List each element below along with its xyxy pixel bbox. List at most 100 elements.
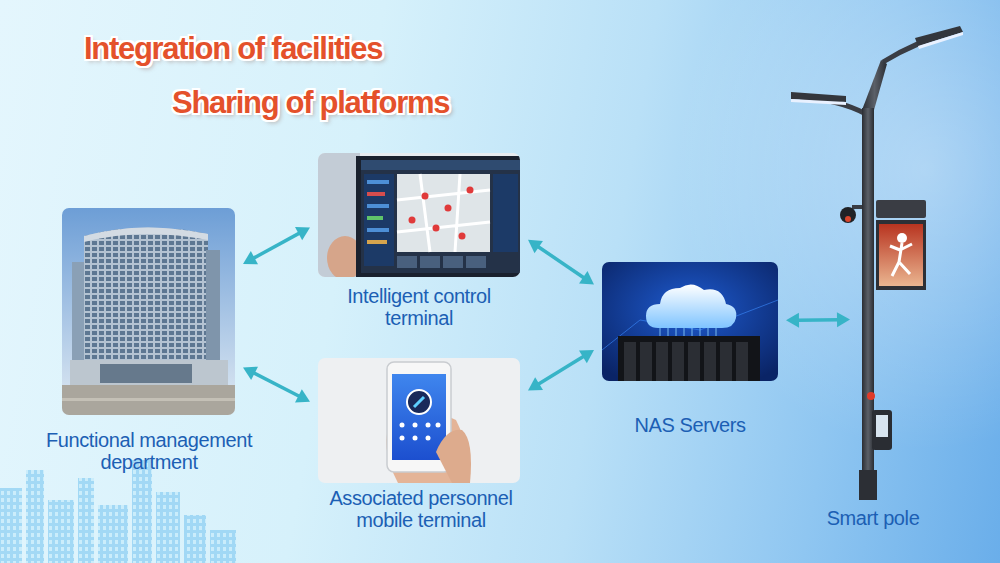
illustration-part <box>852 205 862 209</box>
illustration-part <box>602 262 778 381</box>
illustration-part <box>62 208 235 415</box>
illustration-part <box>422 193 429 200</box>
node-caption: Associated personnel mobile terminal <box>301 487 541 531</box>
illustration-part <box>879 224 923 286</box>
illustration-part <box>426 423 431 428</box>
illustration-part <box>156 492 180 563</box>
arrow-head <box>837 312 850 327</box>
illustration-part <box>78 478 94 563</box>
connector-line <box>537 246 585 278</box>
arrow-head <box>243 251 258 264</box>
node-illustration <box>602 262 778 381</box>
illustration-part <box>445 205 452 212</box>
illustration-part <box>459 233 466 240</box>
illustration-part <box>397 174 490 252</box>
illustration-part <box>84 227 208 242</box>
illustration-part <box>640 342 652 381</box>
node-caption: Intelligent control terminal <box>319 285 519 329</box>
illustration-part <box>100 364 192 383</box>
illustration-part <box>397 256 417 268</box>
picture-node: Intelligent control terminal <box>318 153 520 277</box>
node-caption: Functional management department <box>18 429 280 473</box>
illustration-part <box>791 99 846 105</box>
illustration-part <box>26 470 44 563</box>
illustration <box>318 153 520 277</box>
illustration-part <box>48 500 74 563</box>
illustration-part <box>845 216 851 222</box>
illustration-part <box>736 342 748 381</box>
double-arrow-connector <box>243 227 310 264</box>
illustration-part <box>184 515 206 563</box>
picture-node: Functional management department <box>62 208 235 415</box>
illustration-part <box>210 530 236 563</box>
illustration-part <box>361 160 520 170</box>
arrow-head <box>528 377 543 390</box>
illustration-part <box>890 243 912 276</box>
illustration-part <box>646 284 736 328</box>
illustration-part <box>132 460 152 563</box>
arrow-head <box>243 367 258 380</box>
illustration-part <box>407 390 431 414</box>
illustration-part <box>466 256 486 268</box>
connector-line <box>253 233 301 259</box>
illustration-part <box>656 342 668 381</box>
arrow-head <box>295 389 310 402</box>
illustration-part <box>318 358 520 483</box>
illustration-part <box>70 360 228 385</box>
illustration-part <box>367 228 389 232</box>
illustration-part <box>0 460 236 563</box>
illustration-part <box>672 342 684 381</box>
illustration-part <box>397 174 490 252</box>
illustration-part <box>436 423 441 428</box>
illustration-part <box>872 410 892 450</box>
illustration-part <box>876 200 926 218</box>
illustration-part <box>367 204 389 208</box>
connector-line <box>253 372 300 396</box>
illustration <box>318 358 520 483</box>
illustration-part <box>400 436 405 441</box>
illustration-part <box>356 156 520 277</box>
illustration-part <box>62 385 235 415</box>
illustration-part <box>862 60 887 110</box>
illustration-part <box>918 32 963 49</box>
connector-line <box>537 356 584 385</box>
illustration-part <box>720 342 732 381</box>
illustration <box>858 25 930 500</box>
diagram-title: Integration of facilities <box>84 31 382 67</box>
illustration-part <box>867 392 875 400</box>
illustration-part <box>392 374 446 460</box>
illustration-part <box>500 0 1000 563</box>
node-caption: Smart pole <box>798 507 948 529</box>
picture-node: Associated personnel mobile terminal <box>318 358 520 483</box>
double-arrow-connector <box>243 367 310 403</box>
illustration-part <box>840 207 856 223</box>
illustration-part <box>62 398 235 401</box>
arrow-head <box>528 240 543 254</box>
illustration-part <box>876 220 926 290</box>
illustration-part <box>493 174 518 252</box>
illustration-part <box>467 187 474 194</box>
illustration-part <box>367 240 387 244</box>
illustration-part <box>433 225 440 232</box>
illustration-part <box>361 160 520 273</box>
node-illustration <box>318 153 520 277</box>
connector-line <box>797 318 839 322</box>
arrow-head <box>295 227 310 240</box>
illustration-part <box>443 256 463 268</box>
illustration-part <box>859 470 877 500</box>
diagram-subtitle: Sharing of platforms <box>172 85 449 121</box>
illustration-part <box>409 217 416 224</box>
illustration-part <box>367 180 389 184</box>
double-arrow-connector <box>786 312 850 327</box>
arrow-head <box>786 313 799 328</box>
illustration-part <box>367 192 385 196</box>
illustration-part <box>618 336 760 381</box>
illustration-part <box>436 430 471 483</box>
illustration-part <box>876 415 888 437</box>
illustration-part <box>413 423 418 428</box>
illustration-part <box>98 505 128 563</box>
double-arrow-connector <box>528 350 594 390</box>
illustration-part <box>400 423 405 428</box>
arrow-head <box>579 271 594 285</box>
